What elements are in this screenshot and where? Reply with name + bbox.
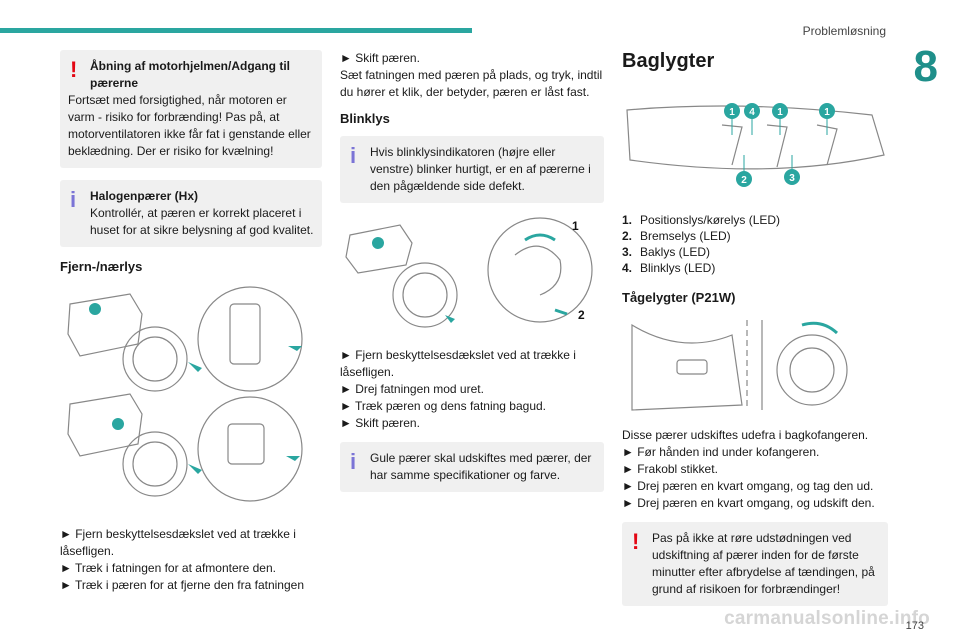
headlight-bulb-illustration [67, 286, 303, 502]
column-2: ► Skift pæren. Sæt fatningen med pæren p… [340, 50, 604, 504]
step-item: ► Træk i fatningen for at afmontere den. [60, 561, 276, 575]
callout-1: 1 [729, 107, 735, 118]
indicator-bulb-illustration: 1 2 [345, 217, 593, 328]
legend-item: 1.Positionslys/kørelys (LED) [622, 213, 781, 227]
info-icon: i [350, 449, 357, 474]
page-number: 173 [905, 620, 924, 632]
warning-box-engine: ! Åbning af motorhjelmen/Adgang til pære… [60, 50, 322, 168]
info-icon: i [70, 187, 77, 212]
column-3: Baglygter 1 4 1 1 2 3 [622, 50, 888, 618]
chapter-number: 8 [913, 42, 938, 91]
refit-text: Sæt fatningen med pæren på plads, og try… [340, 68, 603, 99]
step-item: ► Drej pæren en kvart omgang, og udskift… [622, 496, 875, 510]
warning-icon: ! [70, 57, 78, 82]
section-title-headlights: Fjern-/nærlys [60, 259, 143, 274]
warning-icon: ! [632, 529, 640, 554]
callout-4: 4 [749, 107, 755, 118]
step-item: ► Træk pæren og dens fatning bagud. [340, 399, 547, 413]
step-item: ► Frakobl stikket. [622, 462, 718, 476]
info-box-indicator: i Hvis blinklysindikatoren (højre eller … [340, 136, 604, 203]
section-title-indicators: Blinklys [340, 111, 390, 126]
info-text: Gule pærer skal udskiftes med pærer, der… [370, 451, 592, 482]
column-1: ! Åbning af motorhjelmen/Adgang til pære… [60, 50, 322, 594]
step-item: ► Fjern beskyttelsesdækslet ved at trækk… [60, 527, 296, 558]
callout-1: 1 [572, 219, 579, 233]
warning-title: Åbning af motorhjelmen/Adgang til pærern… [90, 59, 290, 90]
legend-item: 3.Baklys (LED) [622, 245, 711, 259]
watermark: carmanualsonline.info [724, 608, 930, 629]
warning-text: Fortsæt med forsigtighed, når motoren er… [68, 93, 311, 158]
step-item: ► Drej pæren en kvart omgang, og tag den… [622, 479, 874, 493]
callout-1: 1 [824, 107, 830, 118]
info-icon: i [350, 143, 357, 168]
header-bar [0, 28, 472, 33]
fog-light-illustration [631, 320, 848, 411]
info-title: Halogenpærer (Hx) [90, 189, 199, 203]
legend-item: 2.Bremselys (LED) [622, 229, 731, 243]
step-list-indicators: ► Fjern beskyttelsesdækslet ved at trækk… [340, 347, 604, 432]
info-box-halogen: i Halogenpærer (Hx) Kontrollér, at pæren… [60, 180, 322, 247]
rear-light-illustration: 1 4 1 1 2 3 [626, 103, 885, 187]
callout-2: 2 [578, 308, 585, 322]
step-item: ► Drej fatningen mod uret. [340, 382, 484, 396]
step-item: ► Skift pæren. [340, 51, 420, 65]
section-title-fog-lights: Tågelygter (P21W) [622, 290, 736, 305]
fog-intro: Disse pærer udskiftes udefra i bagkofang… [622, 428, 869, 442]
warning-box-exhaust: ! Pas på ikke at røre udstødningen ved u… [622, 522, 888, 606]
info-box-yellow-bulbs: i Gule pærer skal udskiftes med pærer, d… [340, 442, 604, 492]
step-item: ► Træk i pæren for at fjerne den fra fat… [60, 578, 305, 592]
step-item: ► Fjern beskyttelsesdækslet ved at trækk… [340, 348, 576, 379]
rear-lights-legend: 1.Positionslys/kørelys (LED) 2.Bremselys… [622, 212, 888, 276]
step-list-headlights: ► Fjern beskyttelsesdækslet ved at trækk… [60, 526, 322, 594]
step-list-fog: ► Før hånden ind under kofangeren. ► Fra… [622, 444, 888, 512]
callout-1: 1 [777, 107, 783, 118]
section-header-title: Problemløsning [802, 24, 886, 38]
step-item: ► Skift pæren. [340, 416, 420, 430]
section-title-rear-lights: Baglygter [622, 50, 715, 72]
info-text: Kontrollér, at pæren er korrekt placeret… [90, 206, 314, 237]
info-text: Hvis blinklysindikatoren (højre eller ve… [370, 145, 591, 193]
callout-3: 3 [789, 173, 795, 184]
callout-2: 2 [741, 175, 747, 186]
legend-item: 4.Blinklys (LED) [622, 261, 716, 275]
warning-text: Pas på ikke at røre udstødningen ved uds… [652, 531, 875, 596]
step-item: ► Før hånden ind under kofangeren. [622, 445, 820, 459]
